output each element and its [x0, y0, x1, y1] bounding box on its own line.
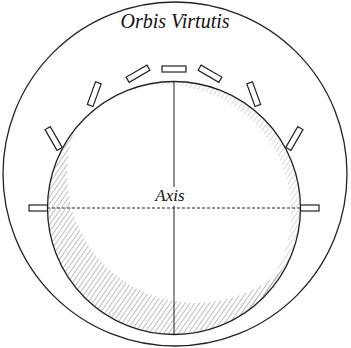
axis-label: Axis — [153, 187, 186, 206]
needle — [162, 66, 186, 72]
globe-shading — [48, 82, 300, 334]
globe-rim-shading — [48, 82, 300, 334]
terrella-globe: Axis — [47, 81, 301, 335]
needle — [126, 65, 150, 82]
orbis-circle: Orbis VirtutisAxis — [2, 2, 348, 346]
equator-line — [47, 208, 301, 209]
needle — [286, 127, 303, 151]
orbis-label: Orbis Virtutis — [118, 10, 231, 32]
needle — [198, 65, 222, 82]
needle — [247, 82, 261, 107]
globe-outline — [47, 81, 301, 335]
needle — [45, 127, 62, 151]
orbis-circle-line — [3, 2, 347, 346]
globe-circle — [48, 82, 301, 335]
needle — [87, 82, 101, 107]
